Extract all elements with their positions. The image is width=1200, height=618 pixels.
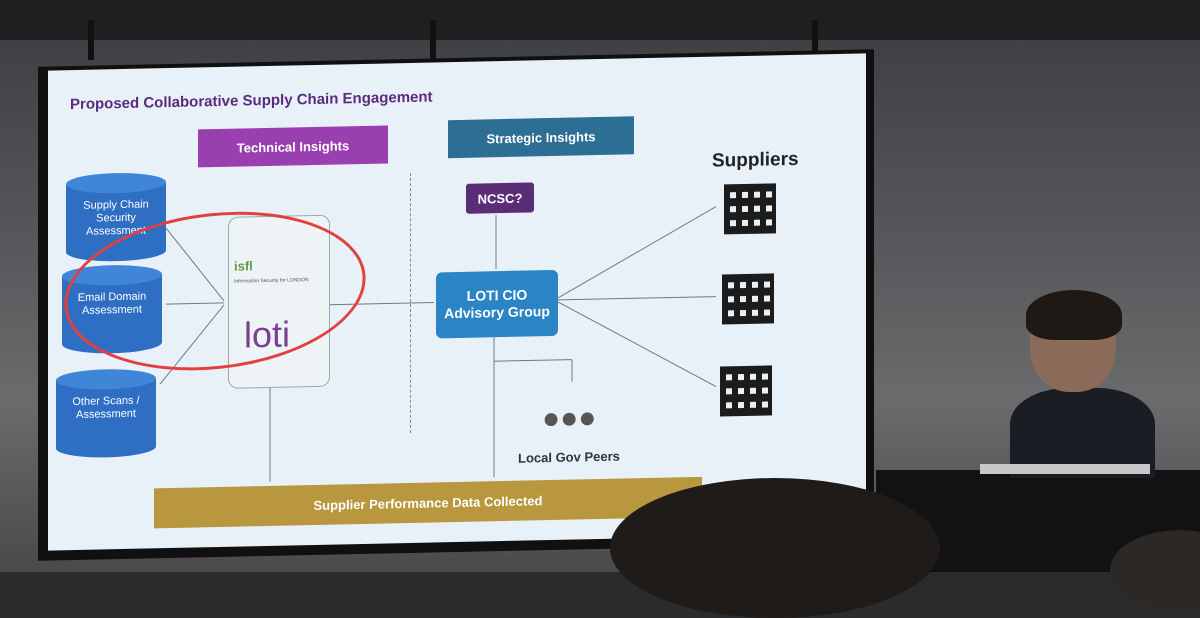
ceiling-cable [812,20,818,60]
suppliers-heading: Suppliers [712,148,799,172]
local-gov-peers-label: Local Gov Peers [518,448,620,466]
ceiling-cable [88,20,94,60]
input-label: Other Scans / Assessment [72,394,140,421]
strategic-insights-banner: Strategic Insights [448,116,634,159]
divider-line [410,172,411,433]
projector-screen: Proposed Collaborative Supply Chain Enga… [48,53,866,551]
building-icon [724,183,776,235]
audience-head [610,478,940,618]
people-group-icon: ●●● [542,401,597,436]
building-icon [720,365,772,417]
laptop [980,464,1150,474]
loti-cio-advisory-box: LOTI CIO Advisory Group [436,269,558,339]
technical-insights-banner: Technical Insights [198,125,388,168]
ncsc-box: NCSC? [466,182,534,214]
speaker-hair [1026,290,1122,340]
diagram-connectors [159,206,717,482]
building-icon [722,273,774,325]
ceiling-cable [430,20,436,60]
ceiling [0,0,1200,40]
speaker-torso [1010,388,1155,478]
